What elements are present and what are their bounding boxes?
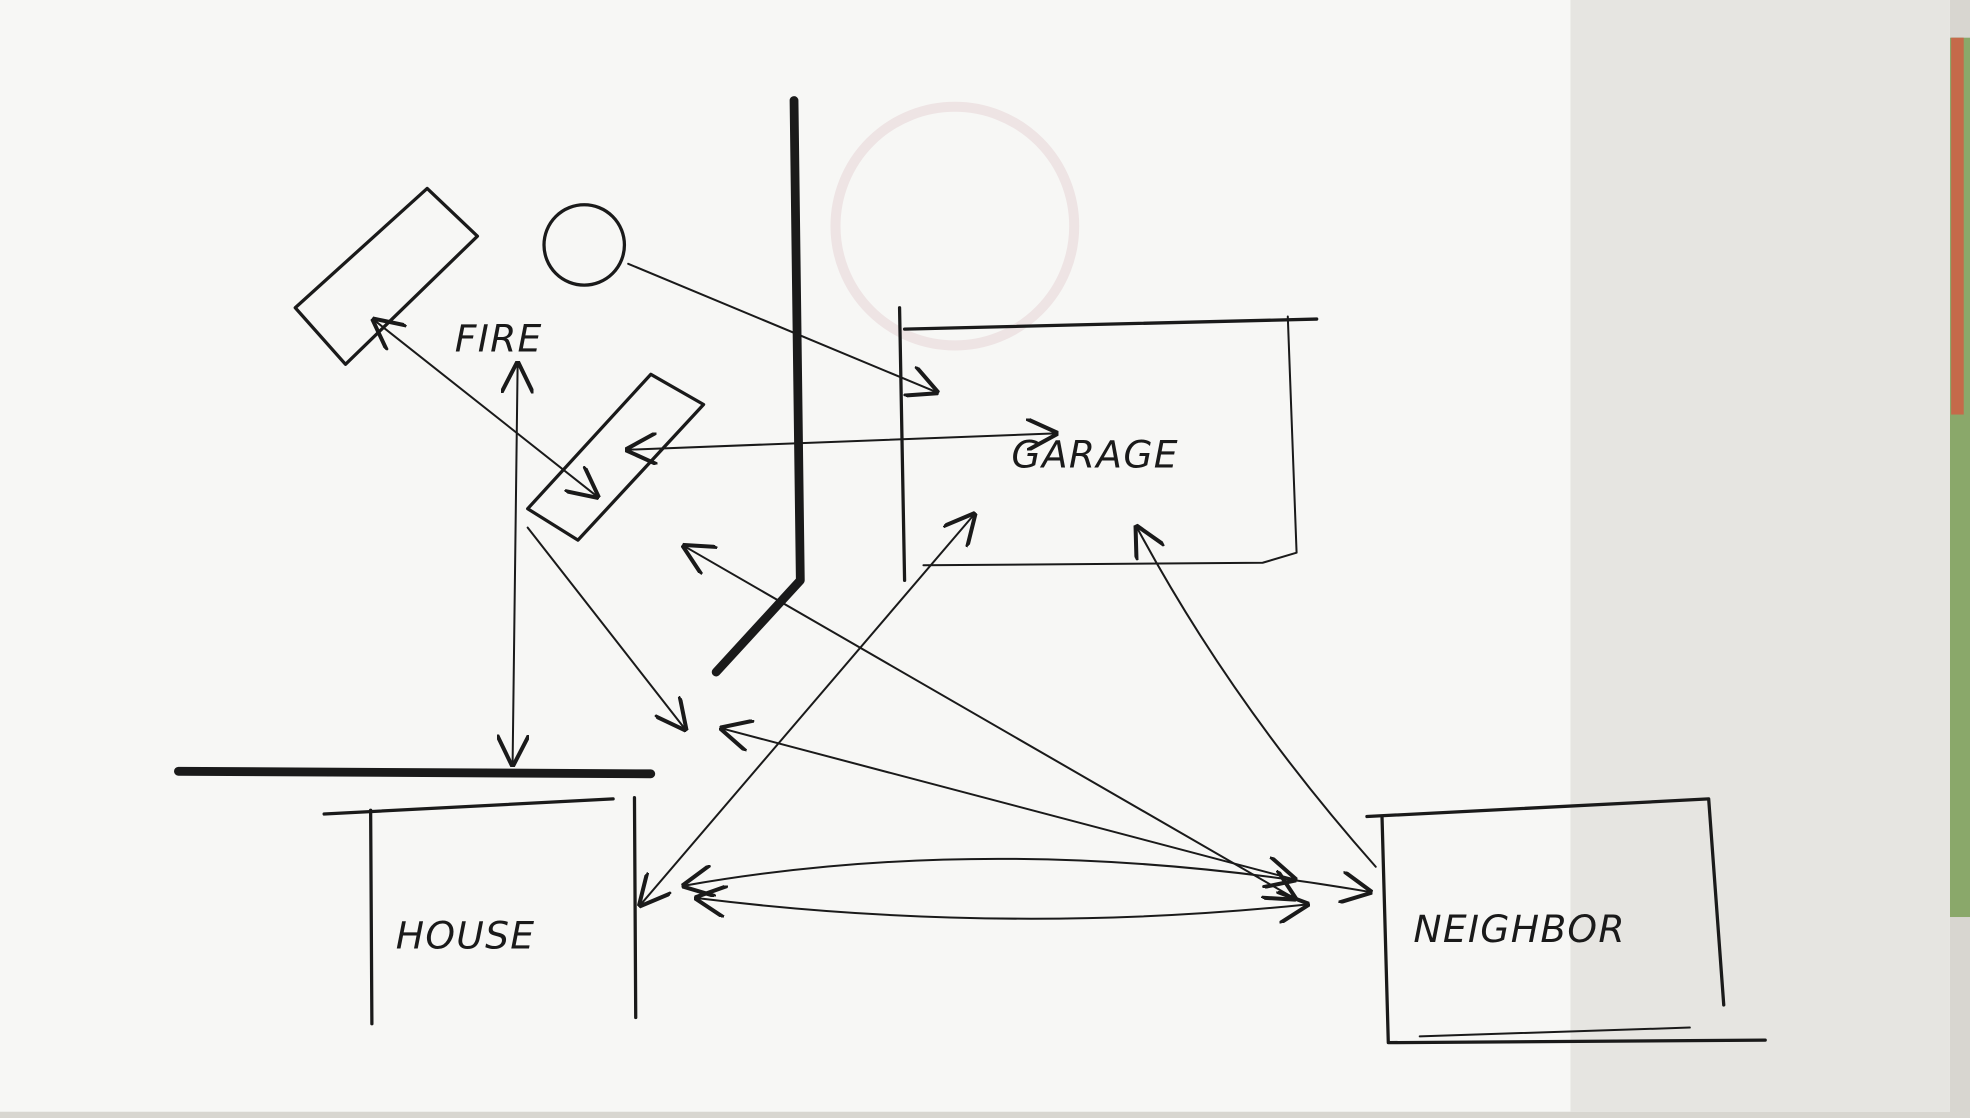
seating-rectangle (526, 372, 706, 542)
bleed-through-circle (830, 101, 1080, 351)
fire-pit-circle (542, 203, 627, 287)
flow-arrows (374, 262, 1377, 919)
garage-label: GARAGE (1011, 432, 1178, 476)
neighbor-shape: NEIGHBOR (1365, 797, 1767, 1045)
house-shape: HOUSE (322, 796, 638, 1026)
house-label: HOUSE (396, 913, 536, 957)
bench-rectangle (293, 186, 480, 366)
neighbor-label: NEIGHBOR (1413, 907, 1625, 951)
fabric-edge-red (1951, 37, 1964, 415)
house-wall-line (174, 766, 656, 779)
napkin-shadow (1570, 0, 1950, 1112)
fire-label: FIRE (455, 317, 543, 361)
